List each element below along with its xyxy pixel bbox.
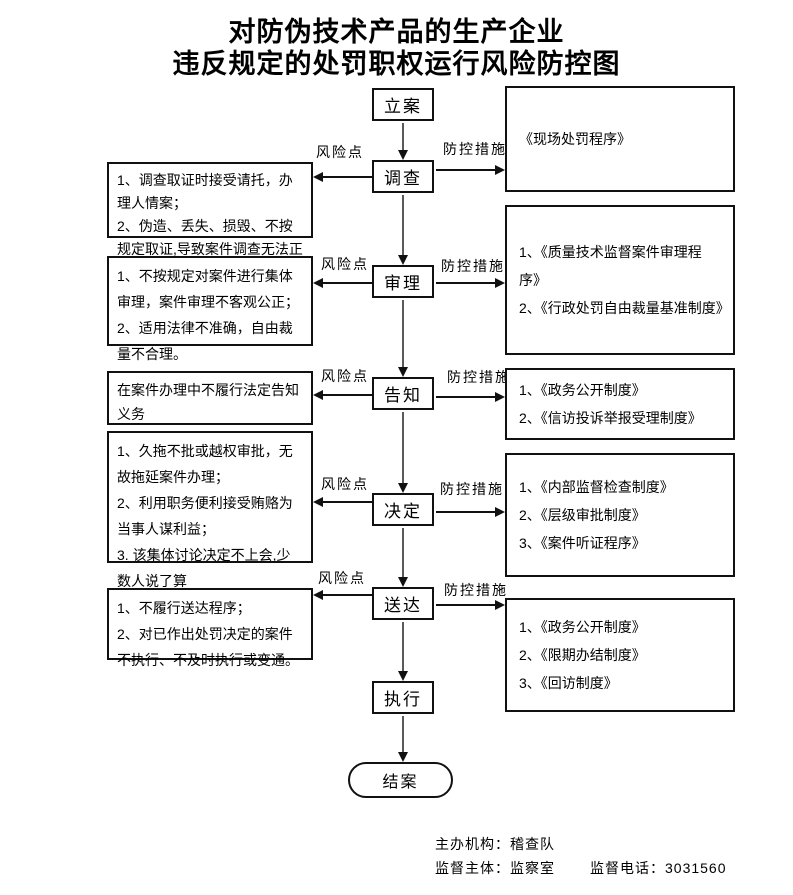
arrow-left-icon-5	[313, 590, 323, 600]
footer-supervisor: 监督主体：监察室	[435, 860, 555, 876]
measure-box-3: 1、《政务公开制度》 2、《信访投诉举报受理制度》	[505, 368, 735, 440]
flow-node-jueding-label: 决定	[384, 502, 422, 521]
arrow-line-left-1	[323, 176, 373, 178]
arrow-right-icon-3	[495, 392, 505, 402]
measure-box-4: 1、《内部监督检查制度》 2、《层级审批制度》 3、《案件听证程序》	[505, 453, 735, 577]
measure-box-3-text: 1、《政务公开制度》 2、《信访投诉举报受理制度》	[519, 382, 702, 426]
flow-node-diaocha-label: 调查	[384, 169, 422, 188]
footer-organizer: 主办机构：稽查队	[435, 836, 555, 852]
flow-node-gaozhi: 告知	[372, 377, 434, 410]
arrow-left-icon-3	[313, 390, 323, 400]
arrow-left-icon-1	[313, 172, 323, 182]
risk-box-1: 1、调查取证时接受请托，办理人情案； 2、伪造、丢失、损毁、不按规定取证,导致案…	[107, 162, 313, 280]
flow-node-jiean: 结案	[348, 762, 453, 798]
risk-label-1: 风险点	[316, 144, 364, 160]
arrow-right-icon-2	[495, 278, 505, 288]
flow-node-songda-label: 送达	[384, 596, 422, 615]
arrow-left-icon-4	[313, 497, 323, 507]
arrow-down-icon-7	[398, 752, 408, 762]
arrow-left-icon-2	[313, 278, 323, 288]
measure-box-5: 1、《政务公开制度》 2、《限期办结制度》 3、《回访制度》	[505, 598, 735, 712]
arrow-line-right-2	[436, 282, 495, 284]
arrow-line-right-3	[436, 396, 495, 398]
flow-node-songda: 送达	[372, 587, 434, 620]
arrow-down-icon-5	[398, 577, 408, 587]
arrow-right-icon-4	[495, 507, 505, 517]
risk-label-2: 风险点	[321, 256, 369, 272]
footer-phone: 监督电话：3031560	[590, 860, 727, 876]
arrow-down-icon-4	[398, 483, 408, 493]
measure-label-1: 防控措施	[443, 141, 507, 157]
measure-box-1: 《现场处罚程序》	[505, 86, 735, 192]
arrow-down-icon-3	[398, 367, 408, 377]
flow-node-jiean-label: 结案	[382, 774, 419, 791]
measure-label-5: 防控措施	[444, 582, 508, 598]
flow-node-diaocha: 调查	[372, 160, 434, 193]
arrow-line-down-3	[402, 300, 404, 367]
measure-label-2: 防控措施	[441, 258, 505, 274]
measure-box-5-text: 1、《政务公开制度》 2、《限期办结制度》 3、《回访制度》	[519, 619, 646, 691]
measure-label-4: 防控措施	[440, 481, 504, 497]
arrow-line-down-5	[402, 528, 404, 577]
risk-box-5: 1、不履行送达程序； 2、对已作出处罚决定的案件不执行、不及时执行或变通。	[107, 588, 313, 668]
arrow-line-down-2	[402, 195, 404, 255]
measure-box-2-text: 1、《质量技术监督案件审理程序》 2、《行政处罚自由裁量基准制度》	[519, 244, 730, 316]
arrow-line-down-1	[402, 123, 404, 151]
flow-node-lian-label: 立案	[384, 97, 422, 116]
arrow-right-icon-1	[495, 165, 505, 175]
risk-label-4: 风险点	[321, 476, 369, 492]
arrow-down-icon-2	[398, 255, 408, 265]
page-title-line2: 违反规定的处罚职权运行风险防控图	[172, 49, 621, 79]
arrow-down-icon-6	[398, 671, 408, 681]
measure-box-4-text: 1、《内部监督检查制度》 2、《层级审批制度》 3、《案件听证程序》	[519, 479, 674, 551]
page-title: 对防伪技术产品的生产企业 违反规定的处罚职权运行风险防控图	[0, 16, 793, 80]
measure-label-3: 防控措施	[447, 369, 511, 385]
risk-box-3: 在案件办理中不履行法定告知义务	[107, 371, 313, 425]
risk-box-4: 1、久拖不批或越权审批，无故拖延案件办理； 2、利用职务便利接受贿赂为当事人谋利…	[107, 431, 313, 589]
page-title-line1: 对防伪技术产品的生产企业	[228, 17, 565, 47]
flow-node-shenli: 审理	[372, 265, 434, 298]
flow-node-lian: 立案	[372, 88, 434, 121]
arrow-line-right-4	[436, 511, 495, 513]
arrow-line-left-5	[323, 594, 373, 596]
measure-box-2: 1、《质量技术监督案件审理程序》 2、《行政处罚自由裁量基准制度》	[505, 205, 735, 355]
arrow-right-icon-5	[495, 600, 505, 610]
arrow-line-left-2	[323, 282, 373, 284]
risk-label-3: 风险点	[321, 368, 369, 384]
risk-label-5: 风险点	[318, 570, 366, 586]
arrow-line-right-5	[436, 604, 495, 606]
measure-box-1-text: 《现场处罚程序》	[519, 131, 631, 147]
arrow-line-down-4	[402, 412, 404, 483]
arrow-line-down-6	[402, 622, 404, 671]
arrow-line-left-4	[323, 501, 373, 503]
flow-node-gaozhi-label: 告知	[384, 386, 422, 405]
arrow-down-icon-1	[398, 150, 408, 160]
arrow-line-left-3	[323, 394, 373, 396]
flow-node-jueding: 决定	[372, 493, 434, 526]
flow-node-zhixing: 执行	[372, 681, 434, 714]
risk-box-2: 1、不按规定对案件进行集体审理，案件审理不客观公正； 2、适用法律不准确，自由裁…	[107, 256, 313, 362]
flow-node-zhixing-label: 执行	[384, 690, 422, 709]
arrow-line-down-7	[402, 716, 404, 752]
arrow-line-right-1	[436, 169, 495, 171]
flow-node-shenli-label: 审理	[384, 274, 422, 293]
